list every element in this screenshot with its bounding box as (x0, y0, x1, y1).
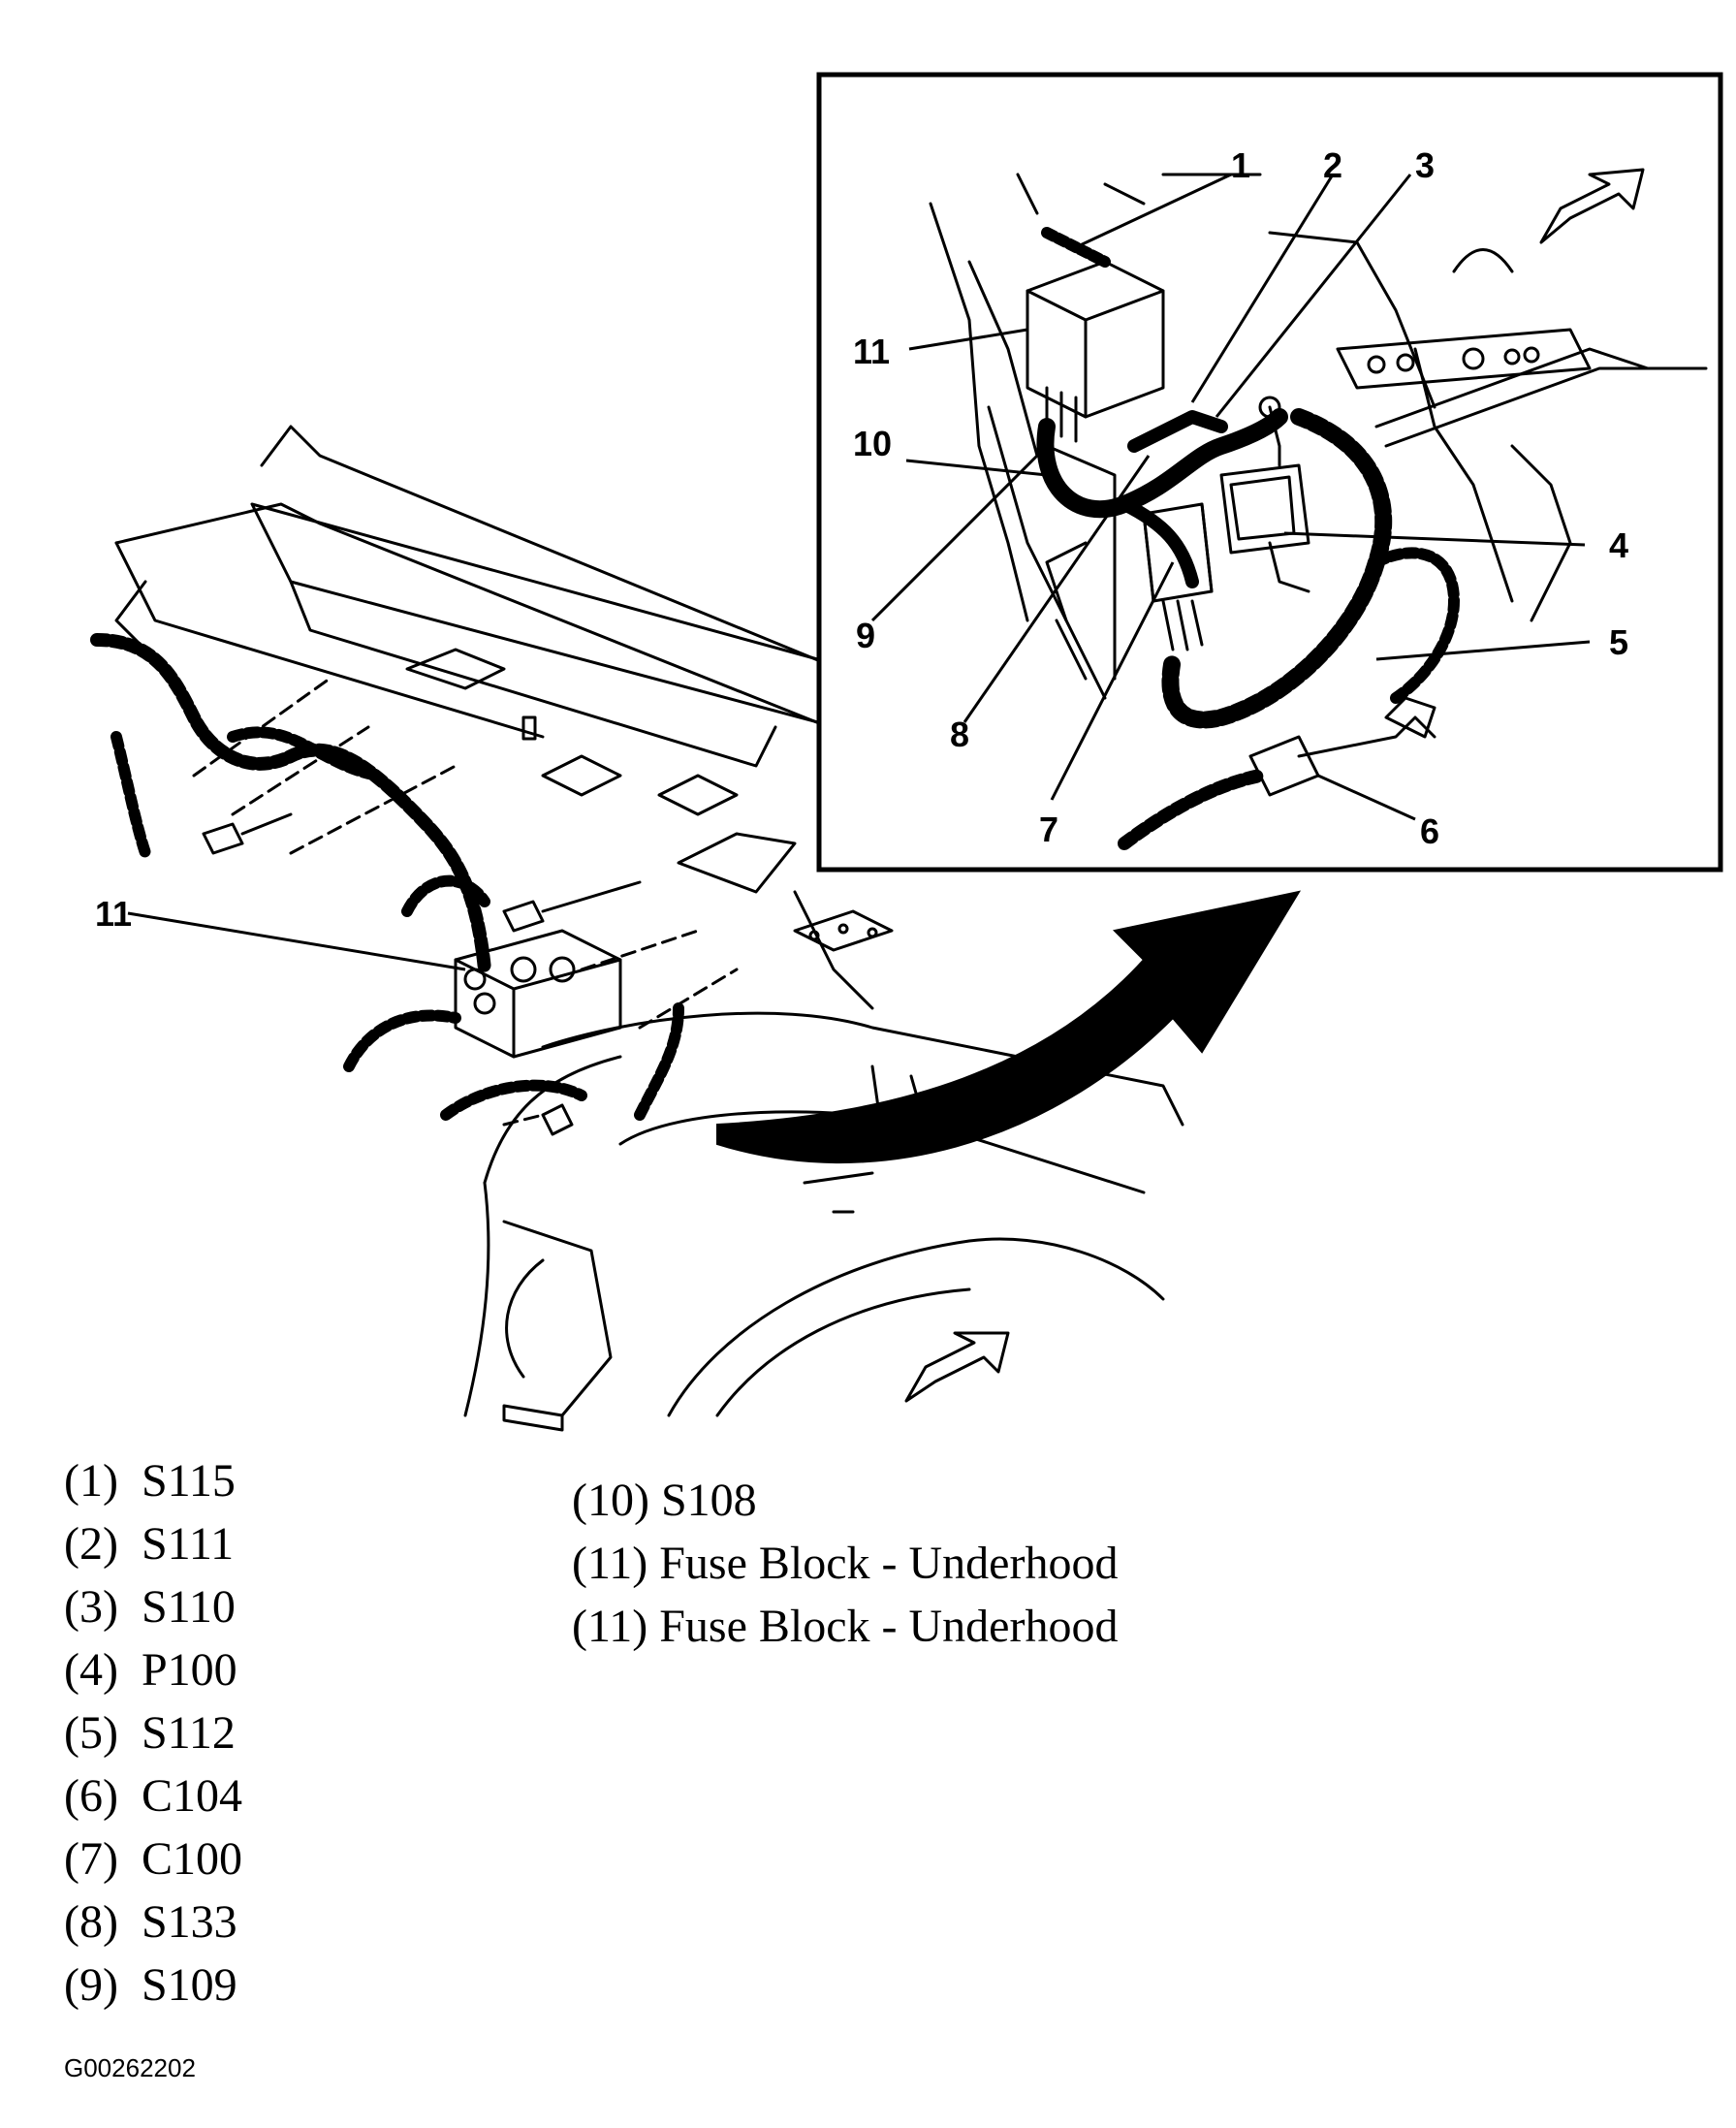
callout-7: 7 (1039, 810, 1058, 849)
legend-item: (5) S112 (64, 1707, 236, 1759)
callout-11-main: 11 (95, 894, 132, 934)
legend-item: (11) Fuse Block - Underhood (572, 1601, 1119, 1652)
legend-left: (1) S115 (2) S111 (3) S110 (4) P100 (5) … (64, 1449, 242, 2017)
callout-2: 2 (1323, 145, 1342, 185)
callout-8: 8 (950, 715, 969, 754)
legend-item: (6) C104 (64, 1770, 242, 1822)
callout-3: 3 (1415, 145, 1435, 185)
legend-item: (10) S108 (572, 1475, 757, 1526)
legend-item: (9) S109 (64, 1959, 237, 2011)
legend-item: (3) S110 (64, 1581, 236, 1633)
legend-item: (8) S133 (64, 1896, 237, 1948)
callout-1: 1 (1231, 145, 1250, 185)
leader-line-main-11 (127, 911, 466, 971)
leader-lines (870, 173, 1591, 821)
legend-item: (1) S115 (64, 1455, 236, 1507)
legend-item: (2) S111 (64, 1518, 235, 1570)
legend-item: (11) Fuse Block - Underhood (572, 1538, 1119, 1589)
callout-4: 4 (1609, 525, 1628, 565)
legend-item: (7) C100 (64, 1833, 242, 1885)
callout-5: 5 (1609, 622, 1628, 662)
inset-detail (816, 72, 1723, 873)
legend-item: (4) P100 (64, 1644, 237, 1696)
callout-11-inset: 11 (853, 332, 890, 371)
callout-6: 6 (1420, 811, 1439, 851)
curved-arrow-icon (716, 890, 1302, 1164)
callout-9: 9 (856, 616, 875, 655)
legend-right: (10) S108 (11) Fuse Block - Underhood (1… (572, 1469, 1118, 1658)
wiring-diagram: 1 2 3 4 5 6 7 8 9 10 11 11 (90, 72, 1723, 1432)
figure-id: G00262202 (64, 2053, 196, 2082)
callout-10: 10 (853, 424, 892, 463)
